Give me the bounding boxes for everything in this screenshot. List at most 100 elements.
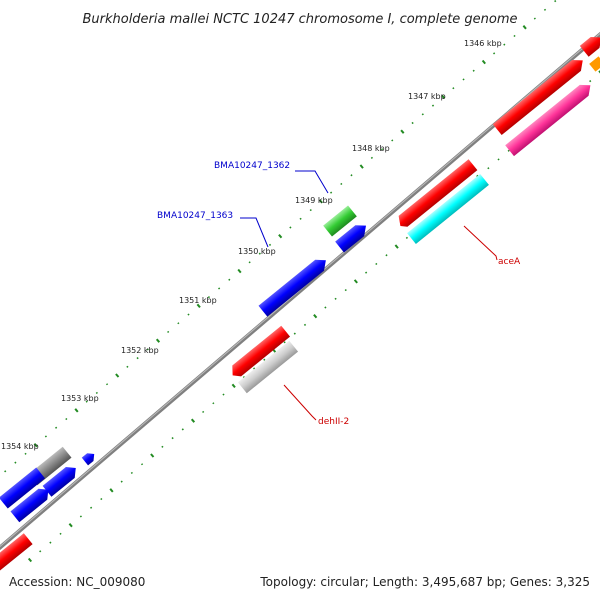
scale-tick <box>33 443 38 448</box>
kbp-label: 1349 kbp <box>295 196 333 205</box>
scale-tick <box>39 550 42 553</box>
kbp-label: 1352 kbp <box>121 346 159 355</box>
scale-tick <box>24 452 27 455</box>
scale-tick <box>115 373 120 378</box>
scale-tick <box>231 383 236 389</box>
scale-tick <box>283 341 286 344</box>
scale-tick <box>394 244 399 249</box>
gene-arrow-acea[interactable] <box>395 159 478 230</box>
scale-tick <box>431 104 435 107</box>
scale-tick <box>554 0 557 3</box>
gene-arrow[interactable] <box>42 463 81 497</box>
scale-tick <box>181 428 184 431</box>
kbp-label: 1350 kbp <box>238 247 276 256</box>
label-leaders <box>240 170 498 421</box>
gene-arrow[interactable] <box>10 484 52 523</box>
scale-tick <box>391 139 394 142</box>
scale-tick <box>190 418 196 423</box>
scale-tick <box>303 323 307 327</box>
gene-arrow[interactable] <box>0 467 46 509</box>
scale-tick <box>330 191 333 194</box>
gene-arrow[interactable] <box>505 80 595 157</box>
gene-arrow[interactable] <box>81 450 98 466</box>
gene-arrow[interactable] <box>258 255 331 317</box>
scale-tick <box>79 515 82 518</box>
scale-tick <box>365 271 368 274</box>
scale-tick <box>171 436 174 440</box>
scale-tick <box>248 261 251 264</box>
scale-tick <box>344 289 347 292</box>
scale-tick <box>405 236 408 239</box>
gene-label-dehii[interactable]: dehII-2 <box>318 417 349 427</box>
scale-tick <box>472 69 475 72</box>
scale-tick <box>237 268 242 274</box>
scale-tick <box>299 217 302 220</box>
scale-tick <box>380 148 384 151</box>
scale-tick <box>533 17 536 20</box>
scale-tick <box>258 252 261 255</box>
scale-tick <box>441 94 446 100</box>
scale-tick <box>177 322 180 325</box>
scale-tick <box>155 338 161 343</box>
scale-tick <box>278 234 283 239</box>
scale-tick <box>487 167 490 170</box>
scale-tick <box>289 226 292 229</box>
scale-tick <box>313 314 318 319</box>
scale-tick <box>359 164 364 169</box>
map-title: Burkholderia mallei NCTC 10247 chromosom… <box>82 12 517 27</box>
scale-tick <box>65 417 68 421</box>
scale-tick <box>55 426 58 429</box>
scale-tick <box>370 156 373 159</box>
scale-tick <box>522 25 527 30</box>
scale-tick <box>187 313 190 316</box>
scale-tick <box>513 34 516 38</box>
scale-tick <box>324 306 327 309</box>
gene-arrow-dehii[interactable] <box>237 340 299 394</box>
scale-tick <box>150 453 155 458</box>
kbp-label: 1348 kbp <box>352 144 390 153</box>
scale-tick <box>218 287 221 290</box>
gene-arrow-bma1362[interactable] <box>323 205 357 237</box>
scale-tick <box>140 463 144 466</box>
scale-tick <box>452 87 455 90</box>
scale-tick <box>481 59 486 65</box>
gene-label-bma1362[interactable]: BMA10247_1362 <box>214 161 290 171</box>
scale-tick <box>14 461 17 464</box>
gene-features <box>0 32 600 580</box>
gene-label-acea[interactable]: aceA <box>498 257 521 267</box>
gene-label-bma1363[interactable]: BMA10247_1363 <box>157 211 233 221</box>
scale-tick <box>293 332 296 335</box>
scale-tick <box>74 408 79 413</box>
scale-tick <box>228 278 231 281</box>
scale-tick <box>497 158 500 161</box>
summary-text: Topology: circular; Length: 3,495,687 bp… <box>259 575 590 589</box>
scale-tick <box>85 400 88 403</box>
gene-arrow[interactable] <box>492 55 587 136</box>
scale-tick <box>68 523 73 528</box>
gene-arrow[interactable] <box>407 173 489 245</box>
gene-arrow[interactable] <box>0 533 33 580</box>
scale-tick <box>105 383 109 386</box>
gene-arrow-bma1363[interactable] <box>335 220 370 253</box>
scale-tick <box>27 557 33 563</box>
scale-tick <box>49 541 52 544</box>
kbp-label: 1351 kbp <box>179 296 217 305</box>
scale-tick <box>253 367 256 370</box>
gene-arrow[interactable] <box>228 325 291 380</box>
scale-tick <box>411 121 414 125</box>
scale-tick <box>350 174 353 177</box>
scale-tick <box>589 79 592 83</box>
gene-arrow[interactable] <box>579 32 600 57</box>
scale-tick <box>263 358 266 361</box>
gene-arrow[interactable] <box>589 56 600 72</box>
scale-tick <box>507 149 510 152</box>
scale-tick <box>109 488 114 493</box>
scale-tick <box>493 52 496 55</box>
kbp-label: 1353 kbp <box>61 394 99 403</box>
kbp-label: 1354 kbp <box>1 442 39 451</box>
kbp-label: 1346 kbp <box>464 39 502 48</box>
scale-tick <box>353 279 358 284</box>
scale-tick <box>130 471 133 475</box>
accession-text: Accession: NC_009080 <box>9 575 145 589</box>
